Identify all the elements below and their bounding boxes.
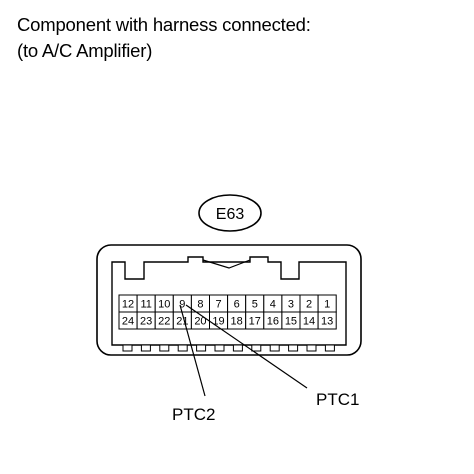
- ptc2-label: PTC2: [172, 405, 215, 424]
- connector-latch: [202, 259, 251, 269]
- connector-label: E63: [216, 206, 245, 223]
- pin-number-4: 4: [270, 299, 276, 311]
- connector-tooth: [159, 344, 170, 352]
- title-line-1: Component with harness connected:: [17, 14, 311, 35]
- connector-tooth: [122, 344, 133, 352]
- pin-number-6: 6: [234, 299, 240, 311]
- title-line-2: (to A/C Amplifier): [17, 40, 153, 61]
- pin-number-3: 3: [288, 299, 294, 311]
- connector-tooth: [196, 344, 207, 352]
- pin-number-15: 15: [285, 316, 297, 328]
- pin-number-5: 5: [252, 299, 258, 311]
- pin-number-12: 12: [122, 299, 134, 311]
- connector-inner-outline: [111, 256, 347, 346]
- connector-tooth: [251, 344, 262, 352]
- connector-teeth: [122, 344, 335, 352]
- connector-tooth: [288, 344, 299, 352]
- pin-number-11: 11: [140, 299, 151, 311]
- pin-number-7: 7: [215, 299, 221, 311]
- pin-number-18: 18: [231, 316, 243, 328]
- pin-number-1: 1: [324, 299, 330, 311]
- pin-number-16: 16: [267, 316, 279, 328]
- pin-number-8: 8: [197, 299, 203, 311]
- ptc2-leader-line: [179, 304, 206, 397]
- pin-number-17: 17: [249, 316, 261, 328]
- pin-number-20: 20: [194, 316, 206, 328]
- pin-number-13: 13: [321, 316, 333, 328]
- pin-number-14: 14: [303, 316, 315, 328]
- pin-number-2: 2: [306, 299, 312, 311]
- pin-number-24: 24: [122, 316, 134, 328]
- connector-label-oval: [198, 194, 262, 232]
- connector-tooth: [177, 344, 188, 352]
- ptc1-leader-line: [185, 304, 308, 389]
- connector-tooth: [140, 344, 151, 352]
- connector-tooth: [232, 344, 243, 352]
- connector-tooth: [324, 344, 335, 352]
- diagram-title: Component with harness connected: (to A/…: [17, 12, 311, 64]
- pin-cell-13: [317, 311, 337, 330]
- pin-number-10: 10: [158, 299, 170, 311]
- connector-tooth: [269, 344, 280, 352]
- pin-number-23: 23: [140, 316, 152, 328]
- ptc1-label: PTC1: [316, 390, 359, 409]
- pin-number-9: 9: [179, 299, 185, 311]
- pin-number-22: 22: [158, 316, 170, 328]
- pin-number-21: 21: [176, 316, 188, 328]
- pin-number-19: 19: [212, 316, 224, 328]
- connector-tooth: [306, 344, 317, 352]
- connector-tooth: [214, 344, 225, 352]
